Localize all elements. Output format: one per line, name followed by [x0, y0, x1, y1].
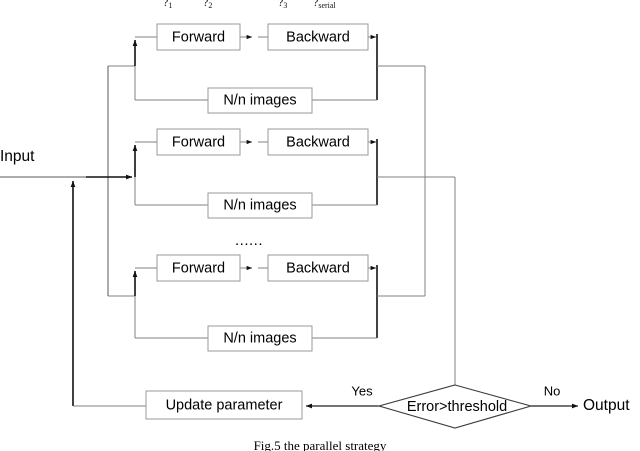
branch-2-images-label: N/n images — [223, 197, 296, 213]
branch-1-wires — [108, 34, 425, 101]
branch-3-wires — [108, 265, 425, 339]
branch-2-backward-label: Backward — [286, 134, 350, 150]
branch-1-backward-label: Backward — [286, 29, 350, 45]
branch-1-backward-box: Backward — [267, 23, 369, 51]
branch-2-forward-label: Forward — [172, 134, 225, 150]
branch-3-images-label: N/n images — [223, 330, 296, 346]
yes-label: Yes — [351, 383, 373, 398]
figure-caption: Fig.5 the parallel strategy — [254, 438, 387, 451]
branch-1-forward-label: Forward — [172, 29, 225, 45]
branch-1-images-label: N/n images — [223, 92, 296, 108]
branch-3-backward-label: Backward — [286, 260, 350, 276]
branch-3-backward-box: Backward — [267, 254, 369, 282]
output-collector-bus — [424, 66, 456, 385]
top-fragment-term-2: ?2 — [203, 0, 212, 10]
update-parameter-box: Update parameter — [145, 390, 303, 420]
top-fragment-term-4: ?serial — [313, 0, 336, 10]
decision-diamond: Error>threshold — [376, 384, 534, 429]
branch-1-forward-box: Forward — [156, 23, 241, 51]
feedback-wire — [70, 180, 146, 407]
branch-2-backward-box: Backward — [267, 128, 369, 156]
branch-1-images-box: N/n images — [207, 87, 313, 114]
decision-label: Error>threshold — [407, 399, 507, 415]
update-parameter-label: Update parameter — [166, 397, 283, 413]
branch-2-forward-box: Forward — [156, 128, 241, 156]
output-label: Output — [583, 397, 630, 414]
top-fragment-term-3: ?3 — [278, 0, 287, 10]
branch-3-forward-label: Forward — [172, 260, 225, 276]
input-label: Input — [0, 148, 35, 165]
top-formula-fragment: ?1 ?2 ?3 ?serial — [163, 0, 336, 10]
branch-3-images-box: N/n images — [207, 325, 313, 352]
branch-ellipsis: ...... — [235, 232, 263, 249]
yes-edge: Yes — [305, 383, 379, 409]
input-node: Input — [0, 148, 133, 180]
top-fragment-term-1: ?1 — [163, 0, 172, 10]
branch-2-images-box: N/n images — [207, 192, 313, 219]
branch-3-forward-box: Forward — [156, 254, 241, 282]
no-edge: No Output — [531, 383, 630, 414]
no-label: No — [544, 383, 561, 398]
branch-2-wires — [132, 139, 455, 206]
